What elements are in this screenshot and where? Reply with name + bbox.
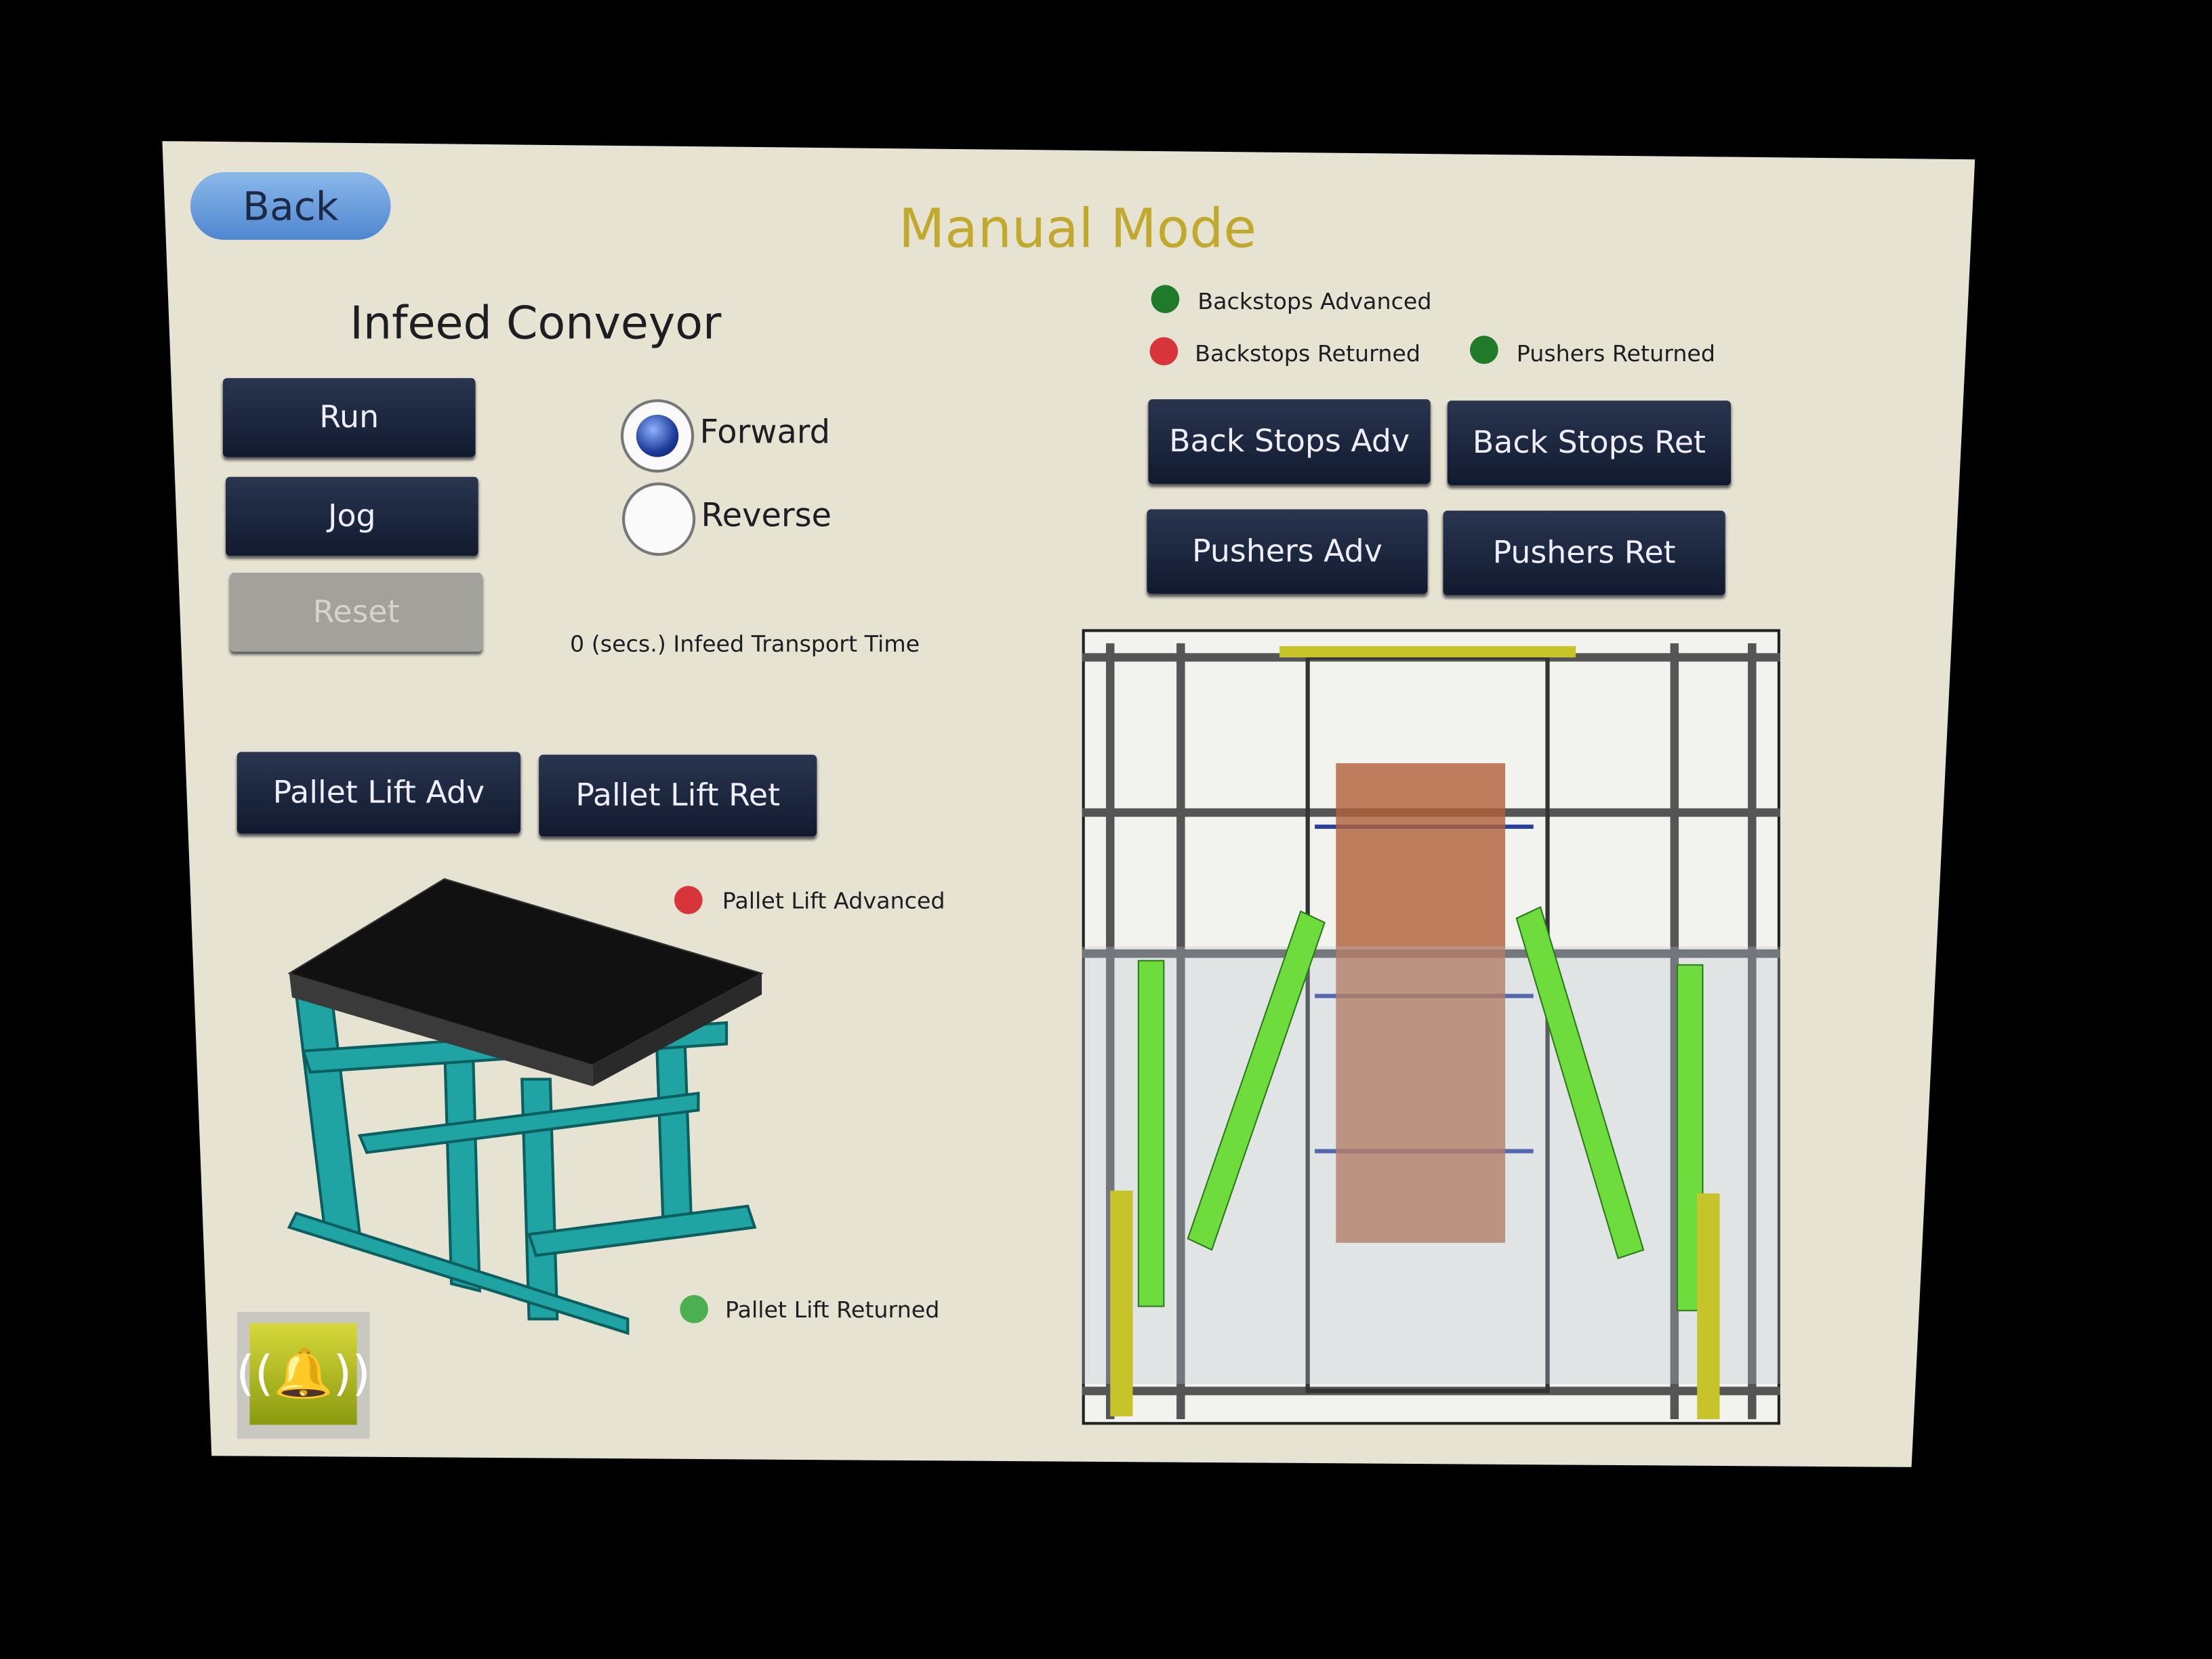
back-button[interactable]: Back bbox=[190, 171, 391, 240]
pushers-adv-button[interactable]: Pushers Adv bbox=[1147, 509, 1428, 594]
back-stops-ret-button[interactable]: Back Stops Ret bbox=[1447, 401, 1732, 486]
backstops-returned-led bbox=[1149, 337, 1179, 366]
backstops-returned-label: Backstops Returned bbox=[1195, 340, 1421, 367]
reverse-label: Reverse bbox=[701, 497, 832, 535]
forward-radio[interactable] bbox=[620, 399, 695, 473]
machine-top-view-diagram bbox=[1082, 629, 1780, 1425]
jog-button[interactable]: Jog bbox=[226, 476, 478, 556]
back-stops-adv-button[interactable]: Back Stops Adv bbox=[1148, 399, 1431, 484]
alarm-button-frame: ((🔔)) bbox=[236, 1311, 371, 1439]
pushers-returned-led bbox=[1470, 335, 1498, 365]
forward-label: Forward bbox=[699, 414, 831, 452]
pallet-lift-ret-button[interactable]: Pallet Lift Ret bbox=[539, 754, 817, 837]
pallet-lift-advanced-label: Pallet Lift Advanced bbox=[722, 887, 945, 914]
pushers-returned-label: Pushers Returned bbox=[1516, 340, 1716, 367]
reset-button[interactable]: Reset bbox=[230, 573, 483, 652]
transport-time-readout: 0 (secs.) Infeed Transport Time bbox=[569, 630, 920, 658]
reverse-radio[interactable] bbox=[621, 482, 696, 556]
run-button[interactable]: Run bbox=[222, 377, 476, 457]
backstops-advanced-label: Backstops Advanced bbox=[1197, 287, 1432, 315]
pushers-ret-button[interactable]: Pushers Ret bbox=[1443, 510, 1725, 596]
alarm-bell-icon[interactable]: ((🔔)) bbox=[236, 1323, 371, 1425]
pallet-lift-diagram bbox=[287, 878, 764, 1335]
page-title: Manual Mode bbox=[898, 197, 1257, 260]
pallet-lift-returned-led bbox=[680, 1294, 708, 1324]
infeed-conveyor-heading: Infeed Conveyor bbox=[350, 296, 722, 350]
backstops-advanced-led bbox=[1151, 285, 1180, 314]
pallet-lift-returned-label: Pallet Lift Returned bbox=[724, 1296, 940, 1324]
pallet-lift-adv-button[interactable]: Pallet Lift Adv bbox=[237, 752, 521, 834]
pallet-lift-advanced-led bbox=[674, 886, 703, 914]
